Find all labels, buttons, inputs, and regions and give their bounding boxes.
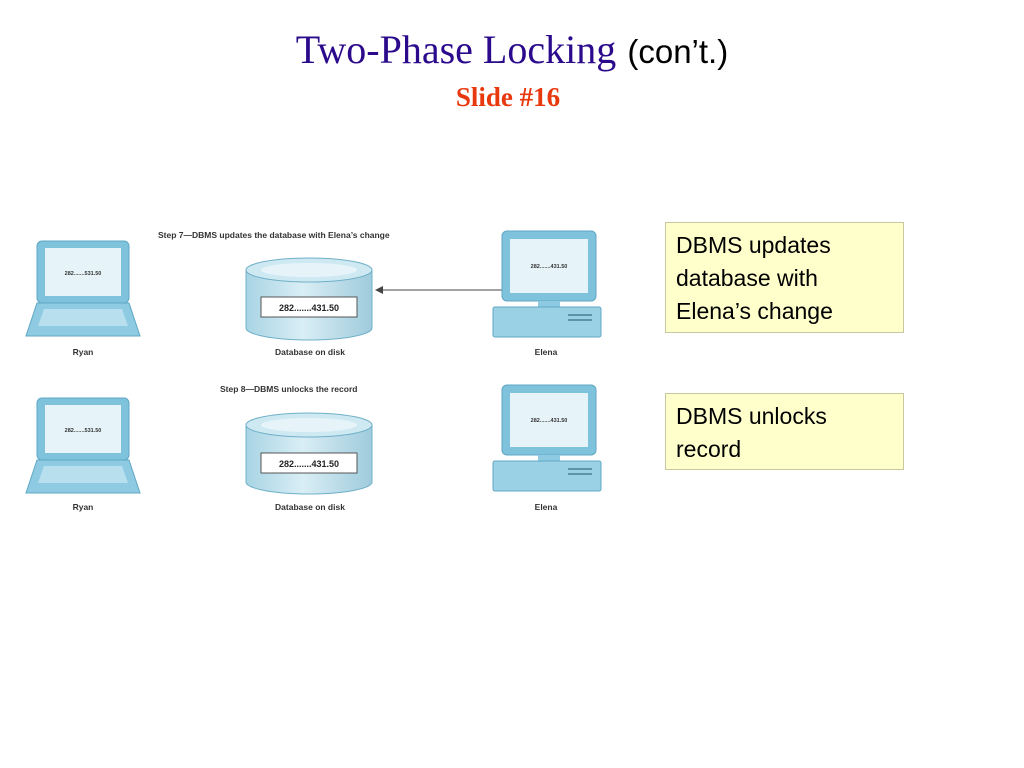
database-value: 282.......431.50 xyxy=(279,303,339,313)
elena-screen-value: 282.......431.50 xyxy=(531,264,568,270)
elena-label: Elena xyxy=(535,347,558,357)
database-label: Database on disk xyxy=(275,347,345,357)
title-suffix: (con’t.) xyxy=(627,33,729,70)
database-value-box xyxy=(260,452,358,474)
database-value-box xyxy=(260,296,358,318)
elena-computer-icon xyxy=(492,384,602,492)
title-text: Two-Phase Locking xyxy=(295,27,617,72)
callout-unlock: DBMS unlocks record xyxy=(665,393,904,470)
database-value: 282.......431.50 xyxy=(279,459,339,469)
elena-screen-value: 282.......431.50 xyxy=(531,418,568,424)
ryan-laptop-icon xyxy=(25,240,141,337)
ryan-screen-value: 282.......531.50 xyxy=(65,428,102,434)
slide-subtitle: Slide #16 xyxy=(455,82,561,112)
elena-computer-icon xyxy=(492,230,602,338)
step-7-heading: Step 7—DBMS updates the database with El… xyxy=(158,230,390,240)
elena-label: Elena xyxy=(535,502,558,512)
slide-title: Two-Phase Locking (con’t.) xyxy=(0,26,1024,76)
ryan-label: Ryan xyxy=(73,347,94,357)
ryan-label: Ryan xyxy=(73,502,94,512)
database-label: Database on disk xyxy=(275,502,345,512)
callout-update: DBMS updates database with Elena’s chang… xyxy=(665,222,904,333)
step-8-heading: Step 8—DBMS unlocks the record xyxy=(220,384,357,394)
ryan-screen-value: 282.......531.50 xyxy=(65,271,102,277)
ryan-laptop-icon xyxy=(25,397,141,494)
